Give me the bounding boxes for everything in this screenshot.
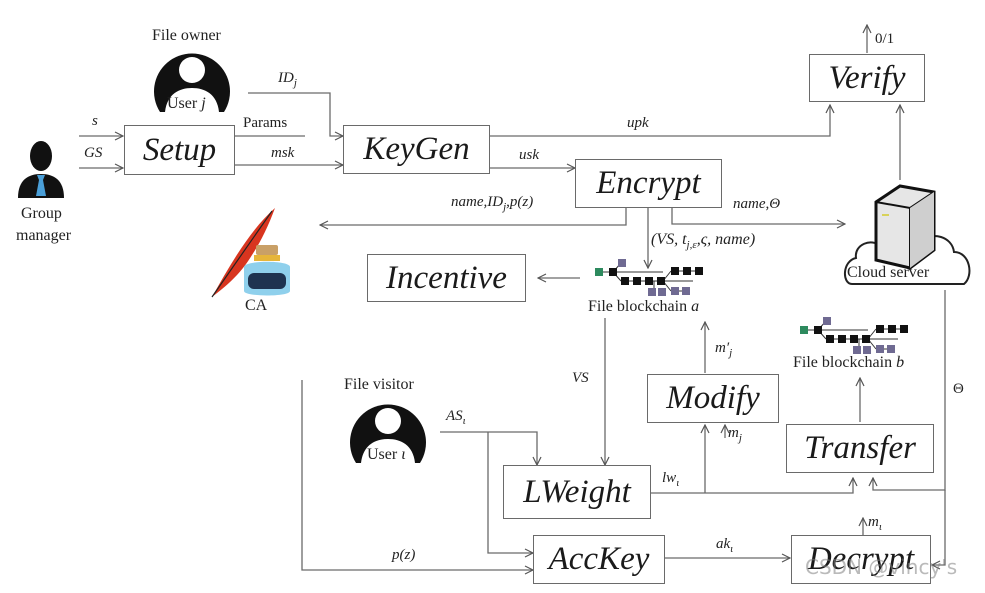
watermark: CSDN @vincy's bbox=[805, 555, 958, 579]
cloud-server-icon bbox=[844, 184, 971, 285]
label-verify-out: 0/1 bbox=[875, 31, 895, 47]
edge-theta bbox=[873, 290, 946, 491]
label-asi: ASι bbox=[446, 408, 466, 427]
decrypt-block[interactable]: Decrypt bbox=[791, 535, 931, 584]
blockchain-a-label: File blockchain a bbox=[588, 298, 700, 315]
cloud-server-label: Cloud server bbox=[847, 264, 930, 281]
label-idj: IDj bbox=[278, 70, 297, 89]
group-manager-label-2: manager bbox=[16, 227, 72, 244]
edge-theta-decrypt bbox=[932, 490, 946, 565]
lweight-block[interactable]: LWeight bbox=[503, 465, 651, 519]
user-j-avatar-icon bbox=[154, 53, 230, 112]
label-mj: mj bbox=[728, 425, 742, 444]
ca-label: CA bbox=[245, 297, 268, 314]
label-theta: Θ bbox=[953, 381, 964, 397]
edge-asi bbox=[440, 431, 537, 465]
verify-block[interactable]: Verify bbox=[809, 54, 925, 102]
blockchain-b-icon bbox=[800, 317, 908, 354]
label-upk: upk bbox=[627, 115, 649, 131]
group-manager-label-1: Group bbox=[21, 205, 62, 222]
transfer-block[interactable]: Transfer bbox=[786, 424, 934, 473]
label-msk: msk bbox=[271, 145, 295, 161]
ca-quill-ink-icon bbox=[211, 208, 290, 298]
file-owner-label: File owner bbox=[152, 27, 221, 44]
label-gs: GS bbox=[84, 145, 103, 161]
label-name-theta: name,Θ bbox=[733, 196, 781, 212]
edge-lwi bbox=[651, 478, 853, 494]
label-vs-tuple: (VS, tj,ε,ς, name) bbox=[651, 231, 756, 252]
blockchain-b-label: File blockchain b bbox=[793, 354, 905, 371]
encrypt-block[interactable]: Encrypt bbox=[575, 159, 722, 208]
blockchain-a-icon bbox=[595, 259, 703, 296]
group-manager-icon bbox=[18, 141, 64, 198]
modify-block[interactable]: Modify bbox=[647, 374, 779, 423]
label-params: Params bbox=[243, 115, 288, 131]
file-visitor-label: File visitor bbox=[344, 376, 414, 393]
label-aki: akι bbox=[716, 536, 734, 555]
label-lwi: lwι bbox=[662, 470, 680, 489]
label-usk: usk bbox=[519, 147, 539, 163]
label-m-prime-j: m′j bbox=[715, 340, 733, 359]
user-j-label: User j bbox=[167, 95, 206, 112]
label-pz: p(z) bbox=[392, 547, 416, 563]
user-i-label: User ι bbox=[367, 446, 406, 463]
edge-upk bbox=[490, 105, 830, 137]
edge-pz bbox=[301, 380, 533, 570]
label-mi: mι bbox=[868, 514, 882, 533]
user-i-avatar-icon bbox=[350, 404, 426, 463]
edge-asi-acckey bbox=[487, 432, 533, 553]
label-name-idj-pz: name,IDj,p(z) bbox=[451, 194, 534, 213]
acckey-block[interactable]: AccKey bbox=[533, 535, 665, 584]
edge-idj bbox=[248, 92, 343, 136]
edge-encrypt-cloud bbox=[671, 207, 845, 224]
incentive-block[interactable]: Incentive bbox=[367, 254, 526, 302]
setup-block[interactable]: Setup bbox=[124, 125, 235, 175]
label-s: s bbox=[92, 113, 98, 129]
keygen-block[interactable]: KeyGen bbox=[343, 125, 490, 174]
label-vs: VS bbox=[572, 370, 589, 386]
edge-encrypt-ca bbox=[320, 207, 627, 225]
